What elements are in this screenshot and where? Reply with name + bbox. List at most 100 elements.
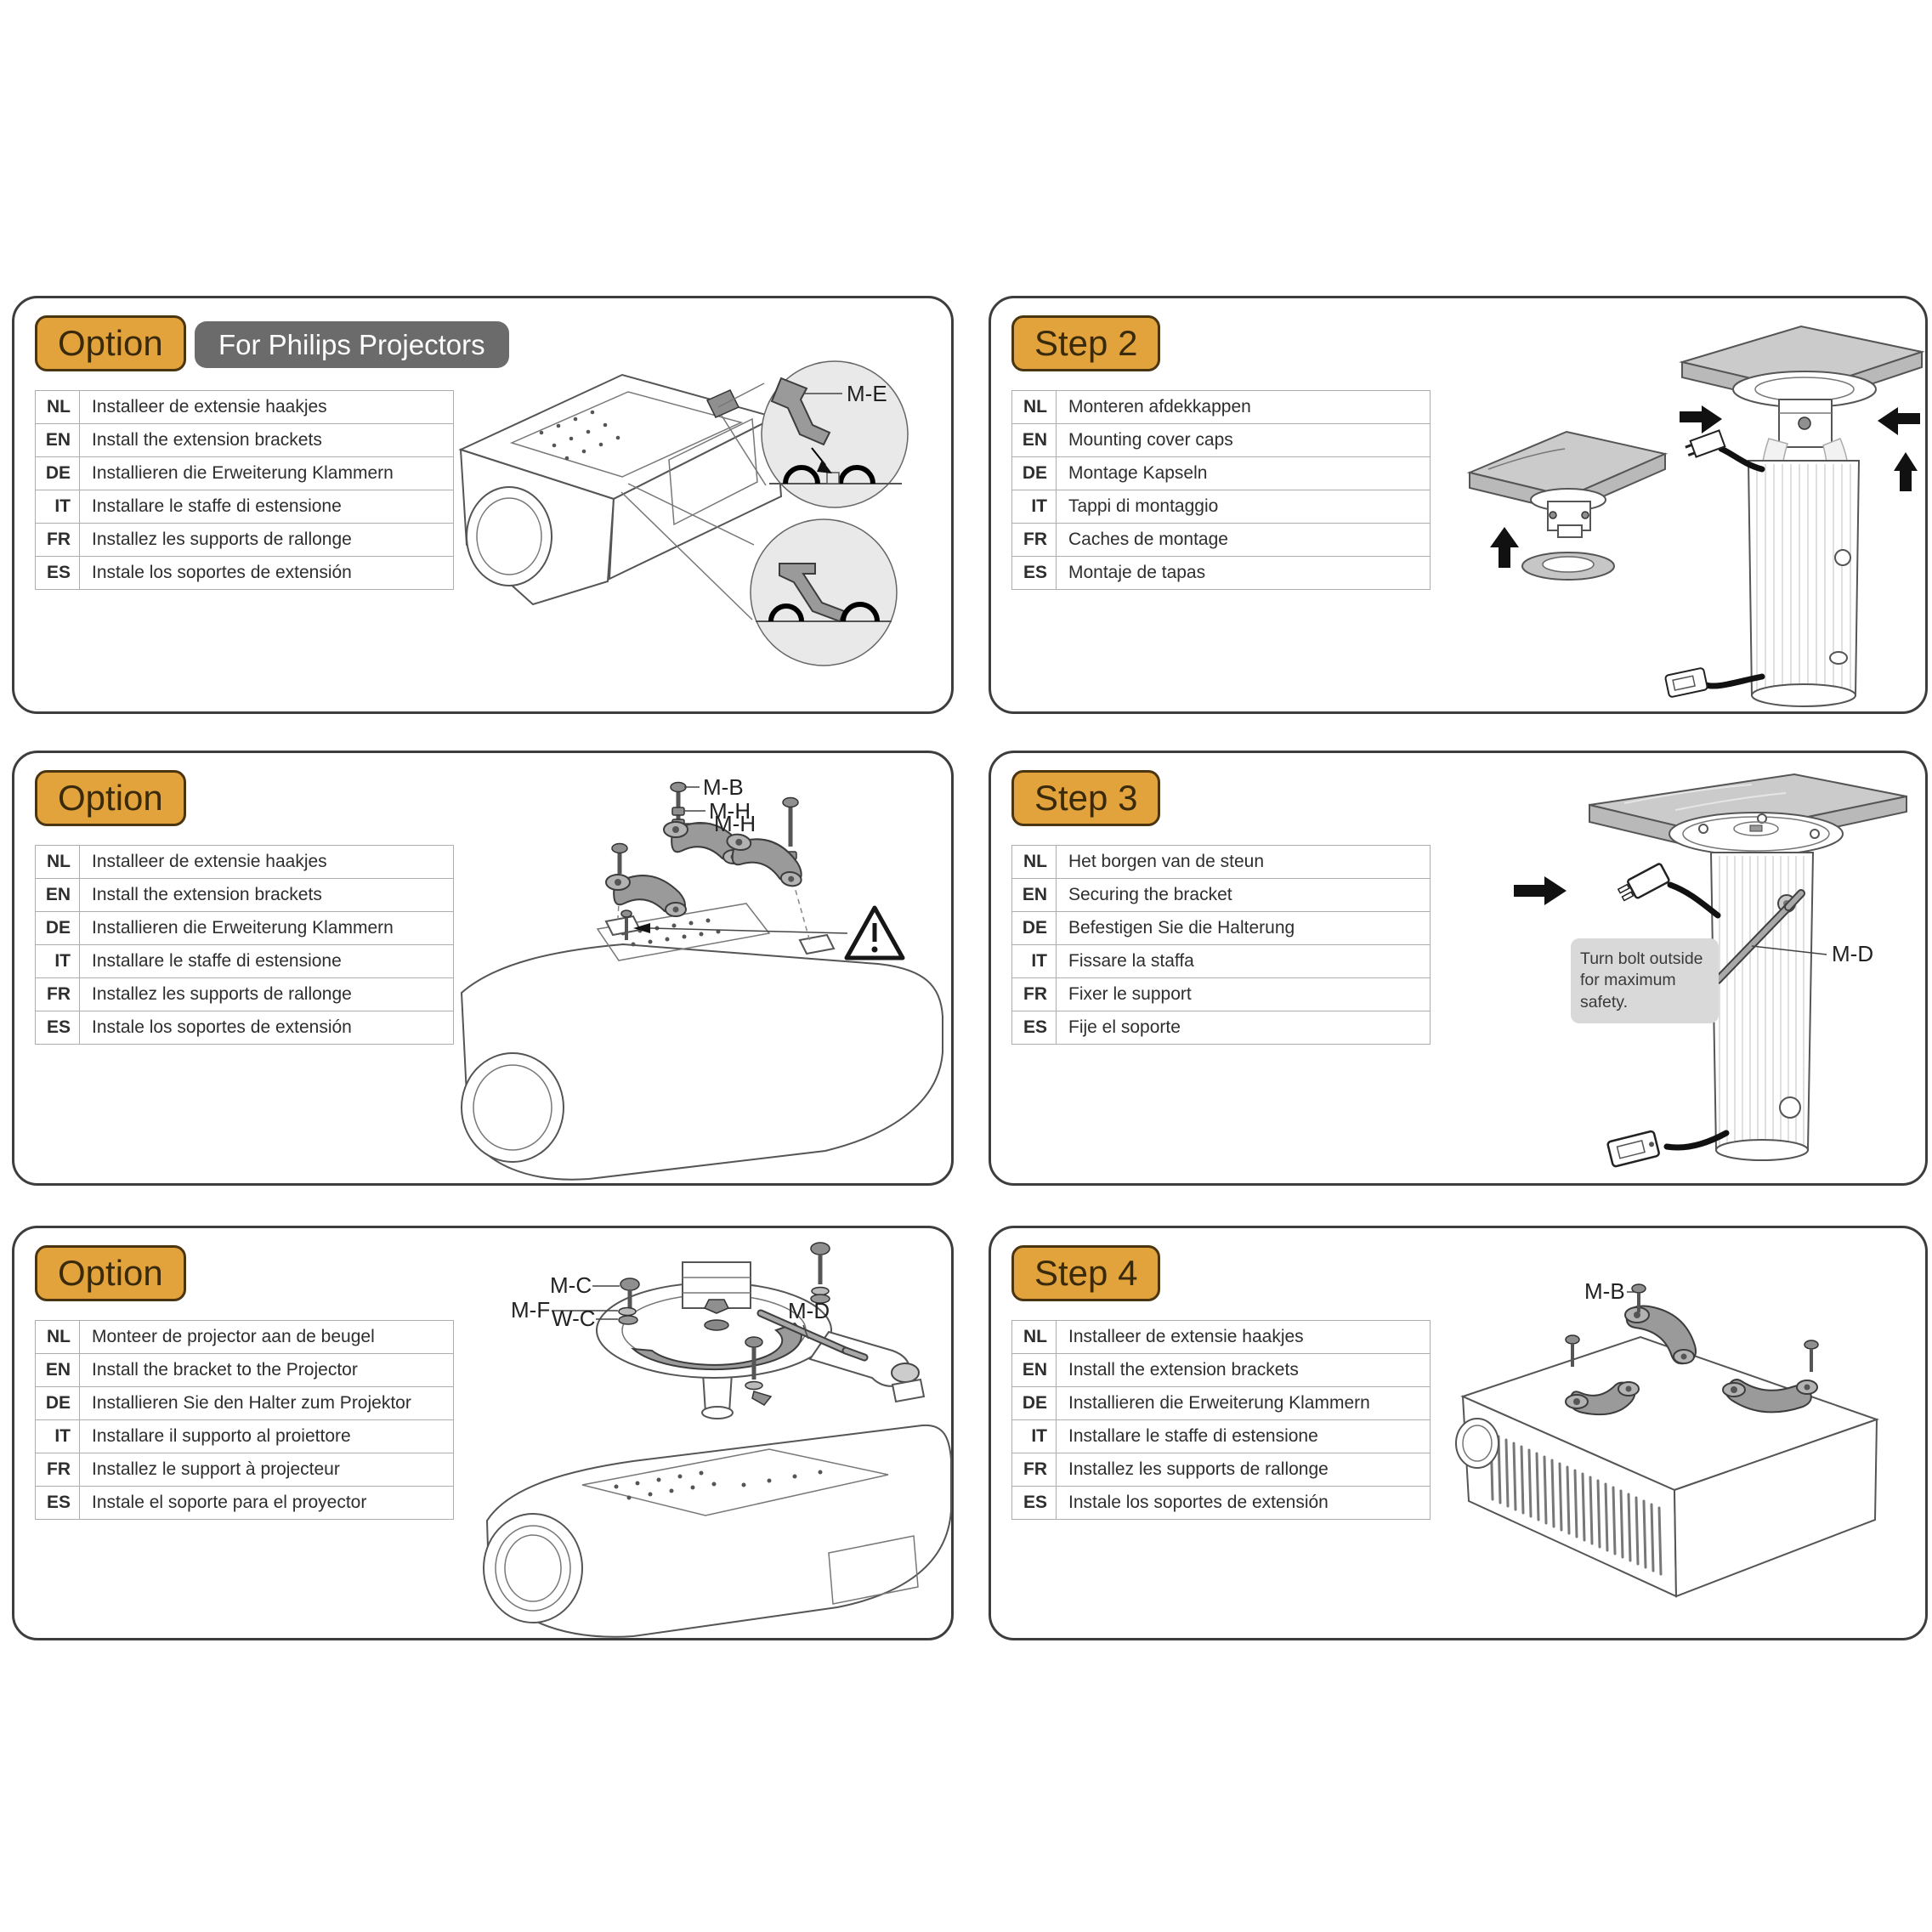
instruction-text: Securing the bracket [1056,878,1431,912]
instruction-text: Monteren afdekkappen [1056,390,1431,424]
instruction-text: Instale los soportes de extensión [1056,1486,1431,1520]
bracket-mount-illustration: M-C M-F W-C M-D [483,1242,952,1638]
extension-bracket [1624,1305,1697,1365]
instruction-text: Installieren die Erweiterung Klammern [79,456,454,490]
safety-note: Turn bolt outside for maximum safety. [1571,938,1719,1024]
step-badge: Step 4 [1011,1245,1161,1301]
part-label-md: M-D [1832,941,1873,966]
extension-bracket [726,833,802,887]
lang-code: NL [35,845,80,879]
instruction-text: Installare le staffe di estensione [1056,1419,1431,1453]
lang-code: FR [35,977,80,1011]
lang-code: DE [35,1386,80,1420]
lang-code: IT [1011,490,1057,524]
instruction-text: Instale los soportes de extensión [79,1011,454,1045]
lang-code: FR [1011,523,1057,557]
instruction-text: Installare le staffe di estensione [79,944,454,978]
arrow-right-icon [1680,405,1722,433]
arrow-left-icon [1878,407,1920,435]
arrow-up-icon [1894,452,1918,491]
lang-code: ES [35,1011,80,1045]
lang-code: ES [1011,1011,1057,1045]
option-badge: Option [35,770,186,826]
instruction-text: Fissare la staffa [1056,944,1431,978]
securing-bracket-illustration: M-D [1514,773,1907,1168]
screw-mb [670,781,687,823]
lang-code: DE [35,456,80,490]
instruction-text: Installeer de extensie haakjes [1056,1320,1431,1354]
philips-projectors-tag: For Philips Projectors [195,321,509,368]
lang-code: FR [35,523,80,557]
option-badge: Option [35,315,186,371]
lang-code: IT [35,490,80,524]
projector-brackets-illustration: M-B [1455,1278,1880,1598]
part-label-mb: M-B [703,774,744,800]
extension-bracket [1722,1379,1818,1414]
instruction-text: Befestigen Sie die Halterung [1056,911,1431,945]
lang-code: DE [1011,456,1057,490]
part-label-mh2: M-H [714,811,756,836]
lang-code: NL [1011,845,1057,879]
instruction-text: Mounting cover caps [1056,423,1431,457]
instruction-text: Installieren Sie den Halter zum Projekto… [79,1386,454,1420]
instruction-text: Tappi di montaggio [1056,490,1431,524]
instruction-text: Installare le staffe di estensione [79,490,454,524]
step-badge: Step 3 [1011,770,1161,826]
lang-code: IT [1011,944,1057,978]
instruction-text: Install the bracket to the Projector [79,1353,454,1387]
lang-code: NL [1011,1320,1057,1354]
instruction-text: Install the extension brackets [79,423,454,457]
lang-code: IT [1011,1419,1057,1453]
instruction-text: Installieren die Erweiterung Klammern [79,911,454,945]
extension-bracket [1565,1381,1640,1416]
part-label-me: M-E [847,381,887,406]
arrow-right-icon [1514,876,1567,905]
instruction-text: Install the extension brackets [1056,1353,1431,1387]
lang-code: ES [1011,1486,1057,1520]
part-label-mb: M-B [1584,1278,1625,1304]
lang-code: IT [35,944,80,978]
lang-code: EN [1011,878,1057,912]
lang-code: EN [1011,1353,1057,1387]
part-label-wc: W-C [552,1306,596,1331]
part-label-mf: M-F [511,1297,550,1323]
lang-code: NL [35,1320,80,1354]
option-badge: Option [35,1245,186,1301]
lang-code: ES [35,1486,80,1520]
lang-code: DE [1011,911,1057,945]
instruction-text: Installez le support à projecteur [79,1453,454,1487]
projector-hook-illustration: M-E [458,360,909,666]
brackets-exploded-illustration: M-B M-H M-H [460,774,943,1181]
arrow-up-icon [1490,527,1519,568]
instruction-text: Fije el soporte [1056,1011,1431,1045]
lang-code: EN [35,423,80,457]
instruction-text: Montaje de tapas [1056,556,1431,590]
